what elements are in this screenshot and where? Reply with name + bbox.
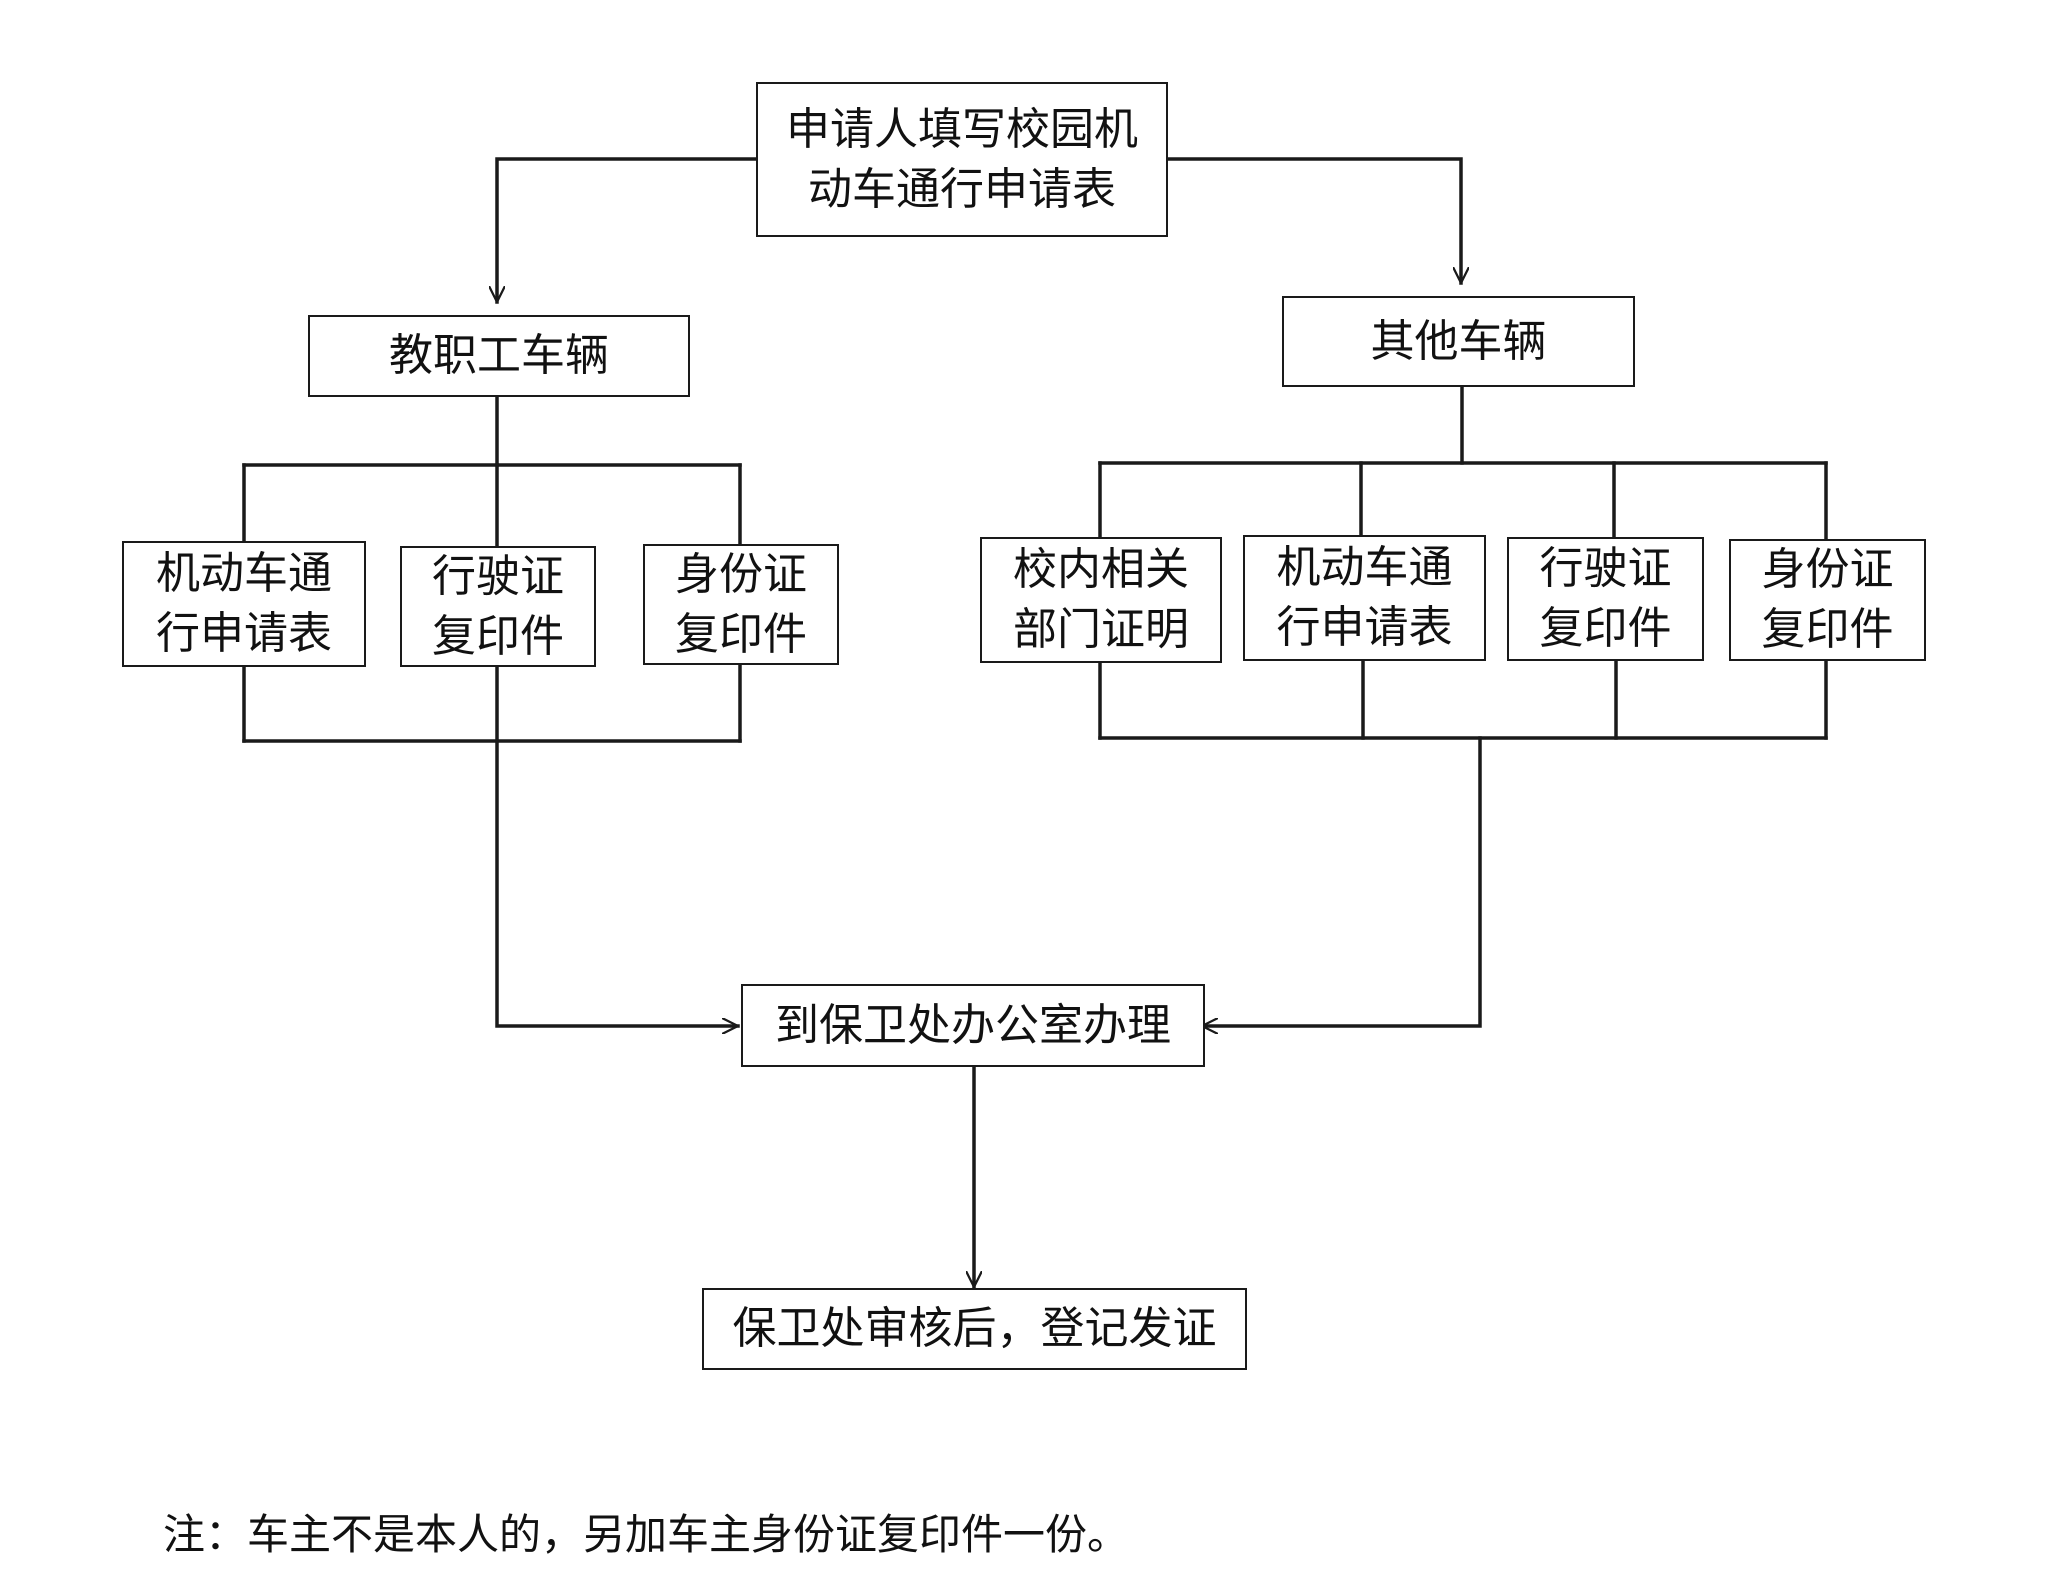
staff-doc-application-form: 机动车通 行申请表	[122, 541, 366, 667]
staff-doc-driving-license-copy-label: 行驶证 复印件	[432, 550, 564, 662]
staff-doc-application-form-label: 机动车通 行申请表	[156, 548, 332, 659]
staff-doc-id-card-copy-label: 身份证 复印件	[675, 548, 807, 660]
arrow-staff-to-process	[495, 664, 740, 1026]
staff-vehicle-label: 教职工车辆	[389, 330, 609, 381]
end-node-label: 保卫处审核后，登记发证	[732, 1303, 1217, 1354]
staff-doc-id-card-copy: 身份证 复印件	[643, 544, 839, 665]
start-node-label: 申请人填写校园机 动车通行申请表	[786, 103, 1138, 215]
arrow-start-to-other	[1165, 157, 1461, 285]
end-node: 保卫处审核后，登记发证	[702, 1288, 1247, 1370]
arrow-start-to-staff	[497, 157, 760, 304]
staff-vehicle-node: 教职工车辆	[308, 315, 690, 397]
arrow-other-to-process	[1200, 736, 1482, 1026]
other-doc-application-form-label: 机动车通 行申请表	[1276, 542, 1453, 653]
start-node: 申请人填写校园机 动车通行申请表	[756, 82, 1168, 237]
staff-doc-driving-license-copy: 行驶证 复印件	[400, 546, 596, 667]
other-vehicle-node: 其他车辆	[1282, 296, 1635, 387]
other-doc-driving-license-copy-label: 行驶证 复印件	[1539, 543, 1672, 654]
process-node-label: 到保卫处办公室办理	[775, 999, 1171, 1051]
other-doc-department-certificate-label: 校内相关 部门证明	[1013, 544, 1189, 655]
other-doc-department-certificate: 校内相关 部门证明	[980, 537, 1222, 663]
other-doc-id-card-copy: 身份证 复印件	[1729, 539, 1926, 661]
other-doc-id-card-copy-label: 身份证 复印件	[1761, 544, 1894, 655]
other-doc-application-form: 机动车通 行申请表	[1243, 535, 1486, 661]
other-doc-driving-license-copy: 行驶证 复印件	[1507, 537, 1704, 661]
other-vehicle-label: 其他车辆	[1370, 315, 1547, 367]
footnote: 注：车主不是本人的，另加车主身份证复印件一份。	[163, 1510, 1130, 1559]
process-node: 到保卫处办公室办理	[741, 984, 1205, 1067]
